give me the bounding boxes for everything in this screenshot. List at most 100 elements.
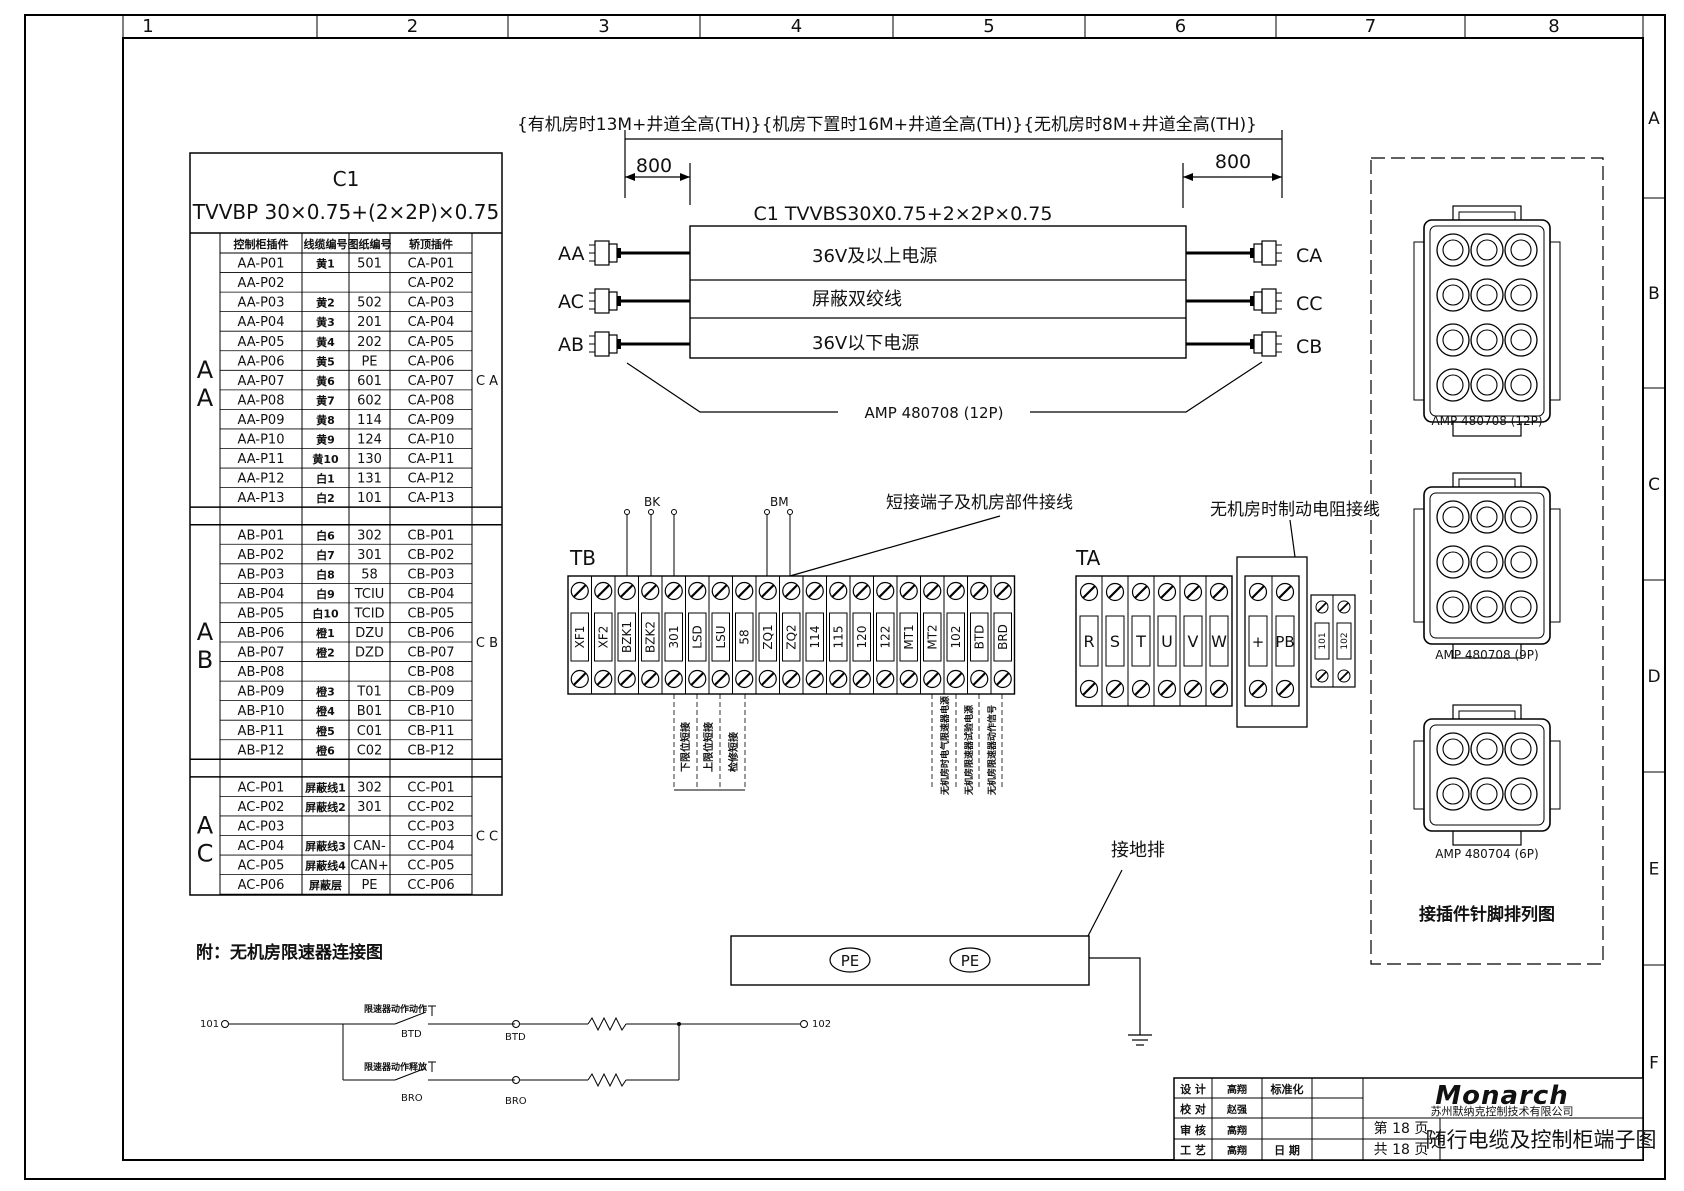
connector-12p-label: AMP 480708 (12P) <box>1431 414 1542 428</box>
standardization-label: 标准化 <box>1270 1082 1304 1096</box>
tb-terminal: BZK2 <box>638 576 660 694</box>
table-cell: 黄2 <box>316 296 335 310</box>
table-cell: CA-P06 <box>408 354 455 369</box>
small-terminal-label: 101 <box>1318 632 1328 649</box>
table-cell: 502 <box>357 296 382 311</box>
btd-label-1: BTD <box>401 1029 422 1040</box>
ta-terminal-label: V <box>1188 632 1199 651</box>
table-cell: CA-P01 <box>408 257 455 272</box>
table-cell: 201 <box>357 315 382 330</box>
connector-12p-drawing <box>1413 205 1561 437</box>
tb-note-a: 上限位短接 <box>702 722 715 772</box>
resistor-2 <box>587 1072 627 1088</box>
tb-terminal-label: 301 <box>667 626 681 649</box>
column-marker-6: 6 <box>1175 16 1186 37</box>
table-cell: AB-P07 <box>238 646 285 661</box>
ta-terminal-label: U <box>1161 632 1173 651</box>
connector-caption: 接插件针脚排列图 <box>1419 904 1555 925</box>
cable-connector-label: AMP 480708 (12P) <box>865 404 1004 422</box>
role-design: 设 计 <box>1180 1082 1206 1096</box>
tb-note-b: 无机房时电气限速器电源 <box>939 696 951 796</box>
table-cell: 黄6 <box>316 374 335 388</box>
ta-terminal: S <box>1101 576 1125 706</box>
small-terminal: 101 <box>1314 600 1330 683</box>
table-header-2: 线缆编号 <box>304 237 348 251</box>
table-cell: AB-P11 <box>238 724 285 739</box>
tb-terminal: 120 <box>849 576 871 694</box>
table-cell: 124 <box>357 433 382 448</box>
tb-terminal-label: BZK1 <box>620 621 634 653</box>
tb-terminal: 301 <box>661 576 683 694</box>
table-cell: CC-P03 <box>407 820 454 835</box>
role-check: 校 对 <box>1180 1102 1206 1116</box>
table-cell: AB-P10 <box>238 704 285 719</box>
governor-title: 附：无机房限速器连接图 <box>196 942 383 963</box>
bro-label-1: BRO <box>401 1093 423 1104</box>
cable-length-label: {有机房时13M+井道全高(TH)}{机房下置时16M+井道全高(TH)}{无机… <box>517 115 1257 135</box>
inner-frame <box>122 37 1644 1161</box>
row-marker-C: C <box>1648 475 1660 495</box>
table-cell: AA-P11 <box>238 452 285 467</box>
ta-terminal: W <box>1205 576 1229 706</box>
ta-terminal: T <box>1127 576 1151 706</box>
band-low-voltage: 36V以下电源 <box>812 333 919 354</box>
ta-terminal-label: T <box>1135 632 1146 651</box>
bm-label: BM <box>770 495 789 509</box>
small-terminal-label: 102 <box>1340 632 1350 649</box>
table-cell: CB-P05 <box>407 606 454 621</box>
connector-pin-panel: AMP 480708 (12P) AMP 480708 (9P) AMP 480… <box>1370 157 1604 965</box>
table-cell: 屏蔽线2 <box>305 800 346 814</box>
table-cell: AB-P06 <box>238 626 285 641</box>
table-cell: CB-P08 <box>407 665 454 680</box>
role-review: 审 核 <box>1180 1123 1206 1137</box>
tb-terminal-label: 114 <box>808 626 822 649</box>
tb-terminal-label: 58 <box>737 629 751 644</box>
ground-label: 接地排 <box>1111 840 1165 861</box>
ta-label: TA <box>1075 546 1101 570</box>
table-cell: CB-P02 <box>407 548 454 563</box>
table-cell: TCID <box>353 606 384 621</box>
table-header-4: 轿顶插件 <box>409 237 453 251</box>
tb-callout: 短接端子及机房部件接线 <box>886 493 1073 513</box>
tb-terminal: 115 <box>826 576 848 694</box>
group-left-label: A <box>197 384 214 412</box>
tb-terminal: BZK1 <box>614 576 636 694</box>
table-cell: AA-P09 <box>238 413 285 428</box>
table-cell: AC-P02 <box>238 800 285 815</box>
plug-connector <box>1250 288 1282 314</box>
group-left-label: B <box>197 646 213 674</box>
group-left-label: A <box>197 356 214 384</box>
right-plug-label: CC <box>1296 293 1323 315</box>
tb-terminal-label: 122 <box>878 626 892 649</box>
wiring-table-spec: TVVBP 30×0.75+(2×2P)×0.75 <box>192 200 499 224</box>
company-name: 苏州默纳克控制技术有限公司 <box>1431 1104 1574 1118</box>
tb-note-a: 下限位短接 <box>679 722 692 772</box>
table-cell: 黄3 <box>316 315 335 329</box>
switch-2-label: 限速器动作释放 <box>364 1061 428 1073</box>
table-cell: 白10 <box>312 606 339 620</box>
ta-terminal-label: S <box>1110 632 1120 651</box>
table-cell: 黄8 <box>316 413 335 427</box>
small-terminal: 102 <box>1336 600 1352 683</box>
table-cell: CB-P04 <box>407 587 454 602</box>
table-cell: 302 <box>357 780 382 795</box>
table-cell: AA-P02 <box>238 276 285 291</box>
table-cell: CA-P08 <box>408 393 455 408</box>
table-cell: AB-P12 <box>238 743 285 758</box>
cable-diagram: {有机房时13M+井道全高(TH)}{机房下置时16M+井道全高(TH)}{无机… <box>517 115 1323 422</box>
table-cell: AA-P05 <box>238 335 285 350</box>
table-cell: CA-P09 <box>408 413 455 428</box>
table-cell: 601 <box>357 374 382 389</box>
brake-resistor-terminal: + <box>1248 582 1268 699</box>
table-cell: 白7 <box>316 548 335 562</box>
column-marker-8: 8 <box>1548 16 1559 37</box>
table-cell: CC-P04 <box>407 839 454 854</box>
table-cell: 白2 <box>316 491 335 505</box>
table-cell: 橙6 <box>316 743 335 757</box>
ground-bar: 接地排 PE PE <box>730 840 1165 1046</box>
table-cell: AA-P07 <box>238 374 285 389</box>
table-cell: AB-P08 <box>238 665 285 680</box>
table-cell: CB-P10 <box>407 704 454 719</box>
